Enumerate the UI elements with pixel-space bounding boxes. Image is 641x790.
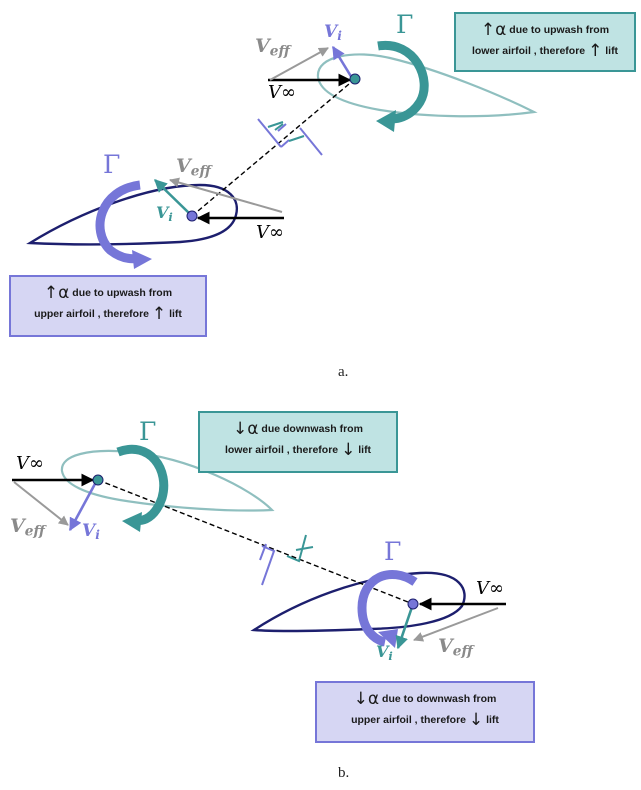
box-text: lift xyxy=(602,45,619,57)
box-line-1: ↑α due to upwash from xyxy=(456,20,634,41)
v-inf-label-upper-a: V∞ xyxy=(268,82,296,103)
box-text: lift xyxy=(483,714,499,726)
circulation-arrow-lower-a xyxy=(95,180,152,269)
v-eff-label-lower-b: Veff xyxy=(438,635,473,659)
upper-airfoil-a xyxy=(316,53,538,118)
annotation-box-upper-b: ↓α due downwash from lower airfoil , the… xyxy=(198,411,398,473)
caption-a: a. xyxy=(338,364,349,380)
annotation-box-upper-a: ↑α due to upwash from lower airfoil , th… xyxy=(454,12,636,72)
v-i-base: V xyxy=(324,22,338,42)
box-line-2: upper airfoil , therefore ↑ lift xyxy=(11,304,205,325)
gamma-label-upper-a: Γ xyxy=(396,10,414,39)
v-eff-arrow-lower-a xyxy=(169,177,283,213)
v-inf-label-upper-b: V∞ xyxy=(16,453,44,474)
v-i-sub: i xyxy=(388,648,393,663)
caption-b: b. xyxy=(338,765,350,781)
v-i-sub: i xyxy=(95,528,100,543)
down-arrow-icon: ↓ xyxy=(353,689,368,709)
box-text: upper airfoil , therefore xyxy=(351,714,469,726)
alpha-symbol: α xyxy=(58,283,70,303)
vortex-dot-upper-b xyxy=(92,474,104,486)
v-i-base: V xyxy=(82,521,96,541)
up-arrow-icon: ↑ xyxy=(151,304,167,324)
v-i-base: V xyxy=(156,203,169,222)
circulation-arrow-upper-b xyxy=(116,444,169,532)
v-inf-label-lower-a: V∞ xyxy=(256,222,284,243)
perpendicular-marker-a xyxy=(257,118,323,156)
down-arrow-icon: ↓ xyxy=(233,419,248,439)
v-i-arrow-upper-a xyxy=(331,45,354,79)
box-text: lift xyxy=(355,444,372,456)
v-i-sub: i xyxy=(168,209,173,224)
v-eff-base: V xyxy=(10,515,25,537)
v-eff-arrow-lower-b xyxy=(413,607,499,642)
v-i-base: V xyxy=(376,642,389,661)
vortex-dot-upper-a xyxy=(349,73,361,85)
perpendicular-marker-b xyxy=(259,534,314,586)
upper-airfoil-b xyxy=(60,449,275,512)
up-arrow-icon: ↑ xyxy=(480,20,496,40)
annotation-box-lower-b: ↓α due to downwash from upper airfoil , … xyxy=(315,681,535,743)
v-i-sub: i xyxy=(337,29,342,44)
box-text: lower airfoil , therefore xyxy=(224,444,342,456)
box-line-2: upper airfoil , therefore ↓ lift xyxy=(317,710,533,731)
circulation-arrow-upper-a xyxy=(376,40,429,132)
v-inf-label-lower-b: V∞ xyxy=(476,578,504,599)
v-eff-base: V xyxy=(438,635,453,657)
box-text: due to upwash from xyxy=(69,287,173,299)
v-eff-arrow-upper-b xyxy=(13,481,69,526)
box-line-1: ↓α due downwash from xyxy=(200,419,396,440)
box-text: due to upwash from xyxy=(506,24,610,36)
gamma-label-lower-b: Γ xyxy=(384,537,402,566)
lower-airfoil-b xyxy=(250,571,466,633)
v-i-arrow-upper-b xyxy=(68,481,98,532)
v-i-label-upper-b: Vi xyxy=(82,521,100,542)
up-arrow-icon: ↑ xyxy=(43,283,59,303)
up-arrow-icon: ↑ xyxy=(588,41,603,61)
annotation-box-lower-a: ↑α due to upwash from upper airfoil , th… xyxy=(9,275,207,337)
v-eff-sub: eff xyxy=(24,523,45,540)
gamma-label-upper-b: Γ xyxy=(139,417,157,446)
v-i-label-lower-b: Vi xyxy=(376,642,393,663)
v-eff-base: V xyxy=(176,155,191,177)
v-i-label-upper-a: Vi xyxy=(324,22,342,43)
box-line-1: ↑α due to upwash from xyxy=(11,283,205,304)
v-eff-label-lower-a: Veff xyxy=(176,155,211,179)
connector-line-b xyxy=(97,479,414,605)
box-text: lower airfoil , therefore xyxy=(471,45,589,57)
box-text: due downwash from xyxy=(258,423,363,435)
box-text: due to downwash from xyxy=(379,693,497,705)
box-line-2: lower airfoil , therefore ↓ lift xyxy=(200,440,396,461)
v-eff-arrow-upper-a xyxy=(269,47,329,81)
box-text: lift xyxy=(166,308,182,320)
alpha-symbol: α xyxy=(495,20,507,40)
box-line-2: lower airfoil , therefore ↑ lift xyxy=(456,41,634,62)
box-line-1: ↓α due to downwash from xyxy=(317,689,533,710)
v-eff-sub: eff xyxy=(452,643,473,660)
v-eff-base: V xyxy=(255,35,270,57)
down-arrow-icon: ↓ xyxy=(468,710,484,730)
vortex-dot-lower-b xyxy=(407,598,419,610)
v-eff-sub: eff xyxy=(190,163,211,180)
circulation-arrow-lower-b xyxy=(357,569,418,648)
vortex-dot-lower-a xyxy=(186,210,198,222)
lower-airfoil-a xyxy=(26,183,239,246)
v-eff-label-upper-a: Veff xyxy=(255,35,290,59)
alpha-symbol: α xyxy=(247,419,259,439)
down-arrow-icon: ↓ xyxy=(341,440,356,460)
v-i-arrow-lower-b xyxy=(395,606,414,650)
v-eff-sub: eff xyxy=(269,43,290,60)
gamma-label-lower-a: Γ xyxy=(103,150,121,179)
v-i-arrow-lower-a xyxy=(154,179,191,215)
box-text: upper airfoil , therefore xyxy=(34,308,152,320)
alpha-symbol: α xyxy=(367,689,380,709)
v-i-label-lower-a: Vi xyxy=(156,203,173,224)
v-eff-label-upper-b: Veff xyxy=(10,515,45,539)
